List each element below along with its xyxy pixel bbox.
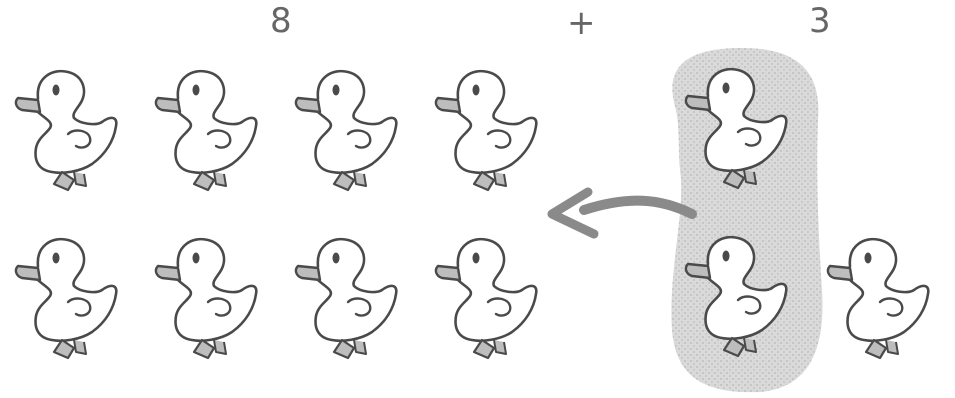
- duck-icon: [154, 69, 258, 192]
- duck-icon: [294, 69, 398, 192]
- duck-icon: [826, 237, 930, 360]
- right-addend: 3: [809, 1, 831, 41]
- duck-icon: [434, 69, 538, 192]
- duck-icon: [14, 69, 118, 192]
- duck-icon: [434, 237, 538, 360]
- arrow-left-icon: [547, 187, 697, 239]
- duck-icon: [154, 237, 258, 360]
- duck-icon: [294, 237, 398, 360]
- duck-icon: [14, 237, 118, 360]
- plus-sign: +: [567, 3, 596, 43]
- left-addend: 8: [270, 1, 292, 41]
